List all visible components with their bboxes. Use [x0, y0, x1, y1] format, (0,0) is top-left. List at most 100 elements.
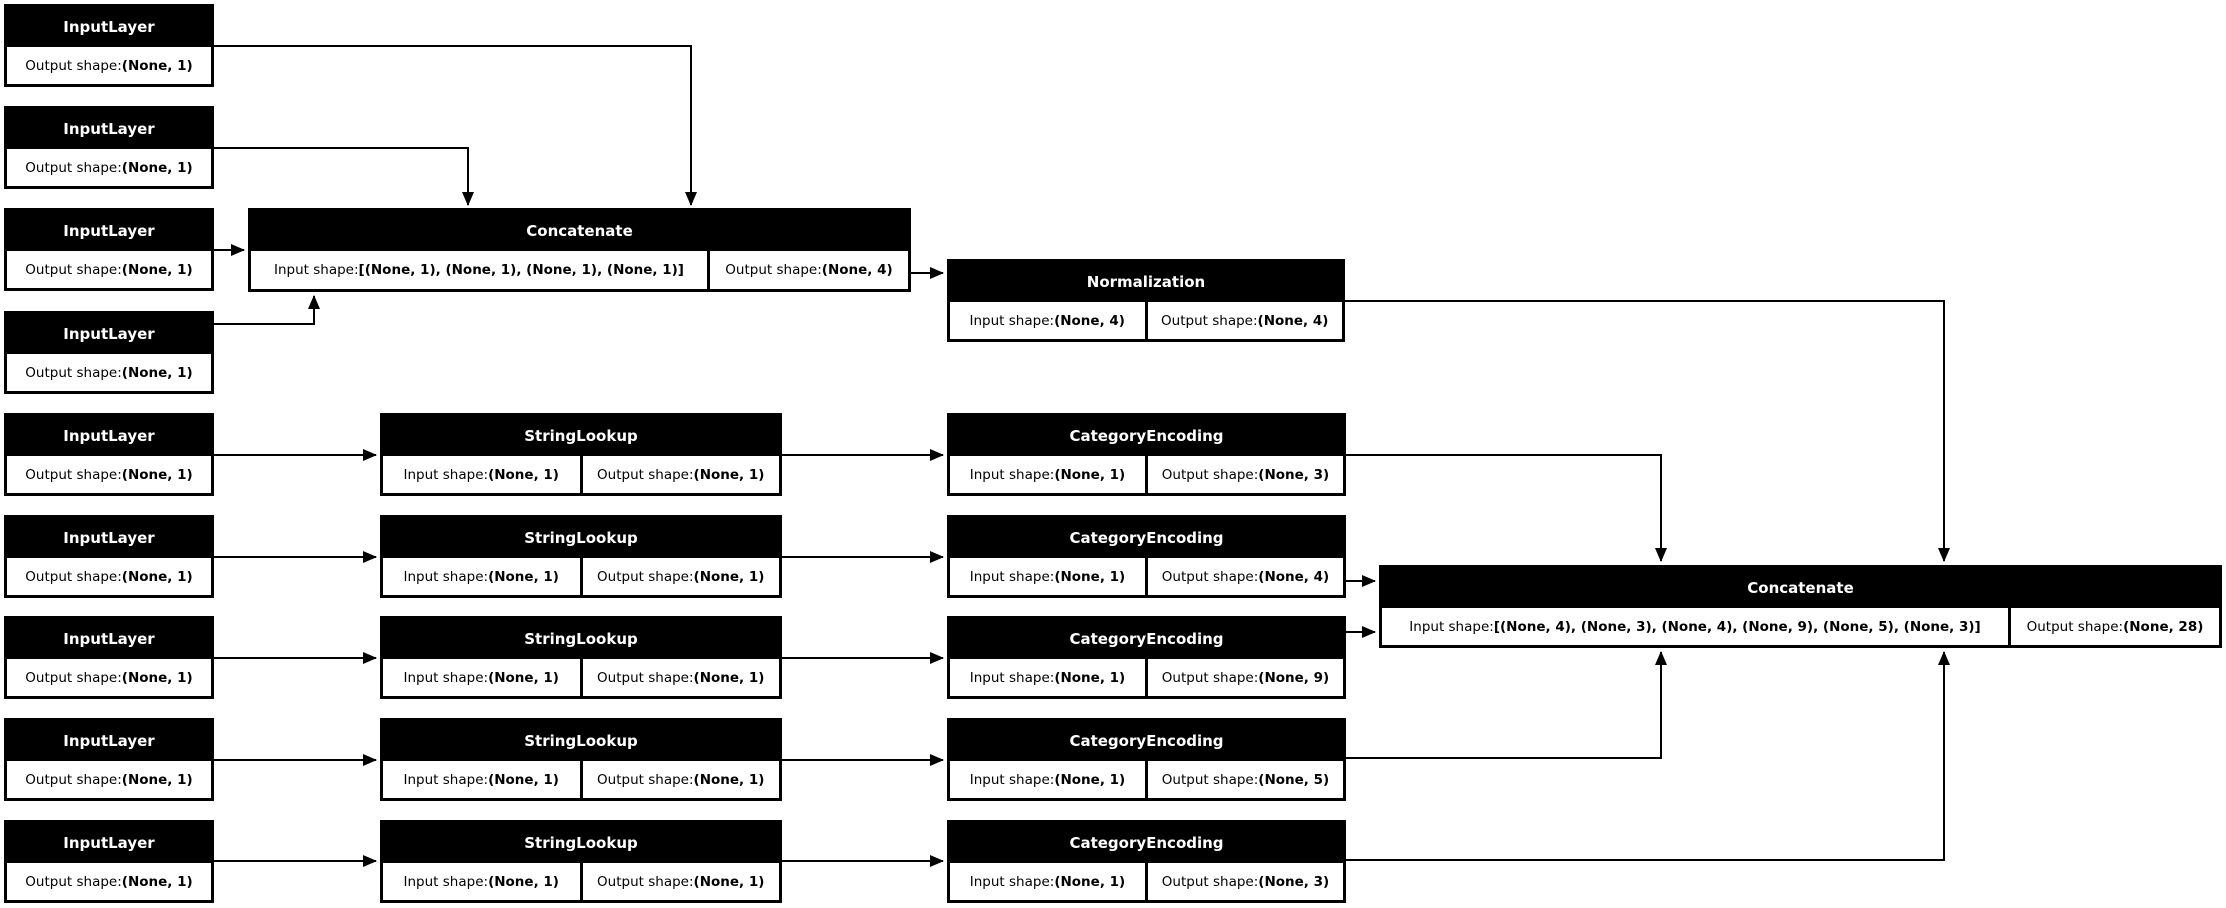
edge-input_layer_1-to-concatenate_1: [214, 45, 697, 206]
shape-row: Input shape: (None, 1)Output shape: (Non…: [383, 659, 779, 696]
shape-label: Output shape:: [25, 364, 122, 381]
shape-row: Output shape: (None, 1): [7, 456, 211, 493]
layer-type-label: InputLayer: [63, 18, 155, 36]
shape-cell: Input shape: (None, 1): [950, 456, 1145, 493]
shape-row: Input shape: (None, 1)Output shape: (Non…: [950, 456, 1343, 493]
layer-type-label: InputLayer: [63, 325, 155, 343]
layer-type-label: InputLayer: [63, 630, 155, 648]
shape-value: (None, 1): [121, 57, 193, 74]
layer-type-label: StringLookup: [524, 834, 638, 852]
shape-label: Output shape:: [25, 159, 122, 176]
shape-label: Output shape:: [25, 873, 122, 890]
shape-label: Output shape:: [25, 771, 122, 788]
edge-category_encoding_4-to-concatenate_2: [1346, 651, 1667, 759]
layer-type-label: Normalization: [1086, 273, 1206, 291]
shape-label: Output shape:: [1161, 771, 1259, 788]
shape-label: Output shape:: [25, 57, 122, 74]
shape-cell: Output shape: (None, 1): [7, 149, 211, 186]
shape-row: Input shape: (None, 1) Output shape: (Non…: [950, 558, 1343, 595]
shape-row: Input shape: (None, 1)Output shape: (Non…: [383, 456, 779, 493]
shape-value: (None, 1): [488, 466, 559, 483]
shape-cell: Input shape: (None, 1): [383, 659, 580, 696]
shape-cell: Input shape: (None, 1): [950, 558, 1145, 595]
shape-row: Input shape: (None, 1)Output shape: (Non…: [950, 761, 1343, 798]
shape-cell: Output shape: (None, 1): [582, 558, 779, 595]
shape-cell: Output shape: (None, 1): [582, 659, 779, 696]
shape-row: Output shape: (None, 1): [7, 659, 211, 696]
layer-type-label: CategoryEncoding: [1069, 732, 1224, 750]
layer-type-label: CategoryEncoding: [1069, 427, 1224, 445]
layer-type-label: CategoryEncoding: [1069, 529, 1224, 547]
shape-label: Output shape:: [25, 568, 122, 585]
shape-label: Output shape:: [597, 771, 694, 788]
shape-cell: Output shape: (None, 1): [7, 761, 211, 798]
edge-category_encoding_1-to-concatenate_2: [1346, 454, 1667, 562]
shape-label: Output shape:: [1161, 568, 1259, 585]
shape-label: Input shape:: [969, 771, 1055, 788]
shape-value: (None, 1): [1054, 873, 1126, 890]
edge-input_layer_4-to-concatenate_1: [214, 295, 320, 325]
shape-value: (None, 1): [1054, 568, 1126, 585]
layer-type-label: InputLayer: [63, 120, 155, 138]
shape-value: (None, 3): [1258, 466, 1330, 483]
shape-cell: Input shape: [(None, 4), (None, 3), (Non…: [1382, 608, 2008, 645]
shape-value: (None, 4): [821, 262, 893, 278]
shape-value: (None, 1): [693, 873, 765, 890]
shape-cell: Output shape: (None, 1): [7, 47, 211, 84]
shape-value: (None, 1): [121, 364, 193, 381]
shape-value: (None, 1): [121, 466, 193, 483]
shape-cell: Output shape: (None, 3): [1148, 456, 1343, 493]
layer-type-label: StringLookup: [524, 529, 638, 547]
layer-type-label: InputLayer: [63, 222, 155, 240]
shape-row: Output shape: (None, 1): [7, 761, 211, 798]
shape-value: (None, 1): [1054, 771, 1126, 788]
edge-input_layer_2-to-concatenate_1: [214, 147, 474, 206]
layer-type-label: Concatenate: [526, 222, 633, 240]
edge-normalization-to-concatenate_2: [1345, 300, 1950, 562]
shape-row: Input shape: (None, 4)Output shape: (Non…: [950, 302, 1342, 339]
shape-row: Input shape: (None, 1)Output shape: (Non…: [383, 558, 779, 595]
shape-label: Input shape:: [1409, 618, 1494, 635]
shape-cell: Input shape: (None, 1): [950, 659, 1145, 696]
shape-row: Input shape: (None, 1)Output shape: (Non…: [383, 863, 779, 900]
shape-value: (None, 28): [2123, 618, 2204, 635]
shape-cell: Output shape: (None, 4): [710, 251, 908, 289]
shape-row: Input shape: (None, 1)Output shape: (Non…: [950, 659, 1343, 696]
layer-type-label: StringLookup: [524, 630, 638, 648]
shape-value: (None, 3): [1258, 873, 1330, 890]
shape-value: (None, 1): [693, 771, 765, 788]
edge-category_encoding_5-to-concatenate_2: [1346, 651, 1950, 861]
shape-value: (None, 4): [1258, 568, 1330, 585]
shape-value: (None, 1): [121, 669, 193, 686]
shape-value: (None, 1): [121, 159, 193, 176]
shape-row: Output shape: (None, 1): [7, 149, 211, 186]
shape-label: Input shape:: [969, 466, 1055, 483]
shape-cell: Output shape: (None, 4): [1147, 302, 1342, 339]
shape-label: Output shape:: [1161, 873, 1259, 890]
shape-label: Input shape:: [403, 771, 489, 788]
shape-label: Output shape:: [25, 669, 122, 686]
shape-label: Output shape:: [597, 568, 694, 585]
layer-type-label: CategoryEncoding: [1069, 834, 1224, 852]
shape-cell: Output shape: (None, 1): [582, 456, 779, 493]
shape-row: Output shape: (None, 1): [7, 558, 211, 595]
shape-value: [(None, 4), (None, 3), (None, 4), (None,…: [1493, 618, 1981, 635]
layer-type-label: StringLookup: [524, 732, 638, 750]
layer-type-label: InputLayer: [63, 529, 155, 547]
shape-cell: Input shape: (None, 1): [383, 456, 580, 493]
shape-value: (None, 1): [1054, 669, 1126, 686]
layer-type-label: StringLookup: [524, 427, 638, 445]
